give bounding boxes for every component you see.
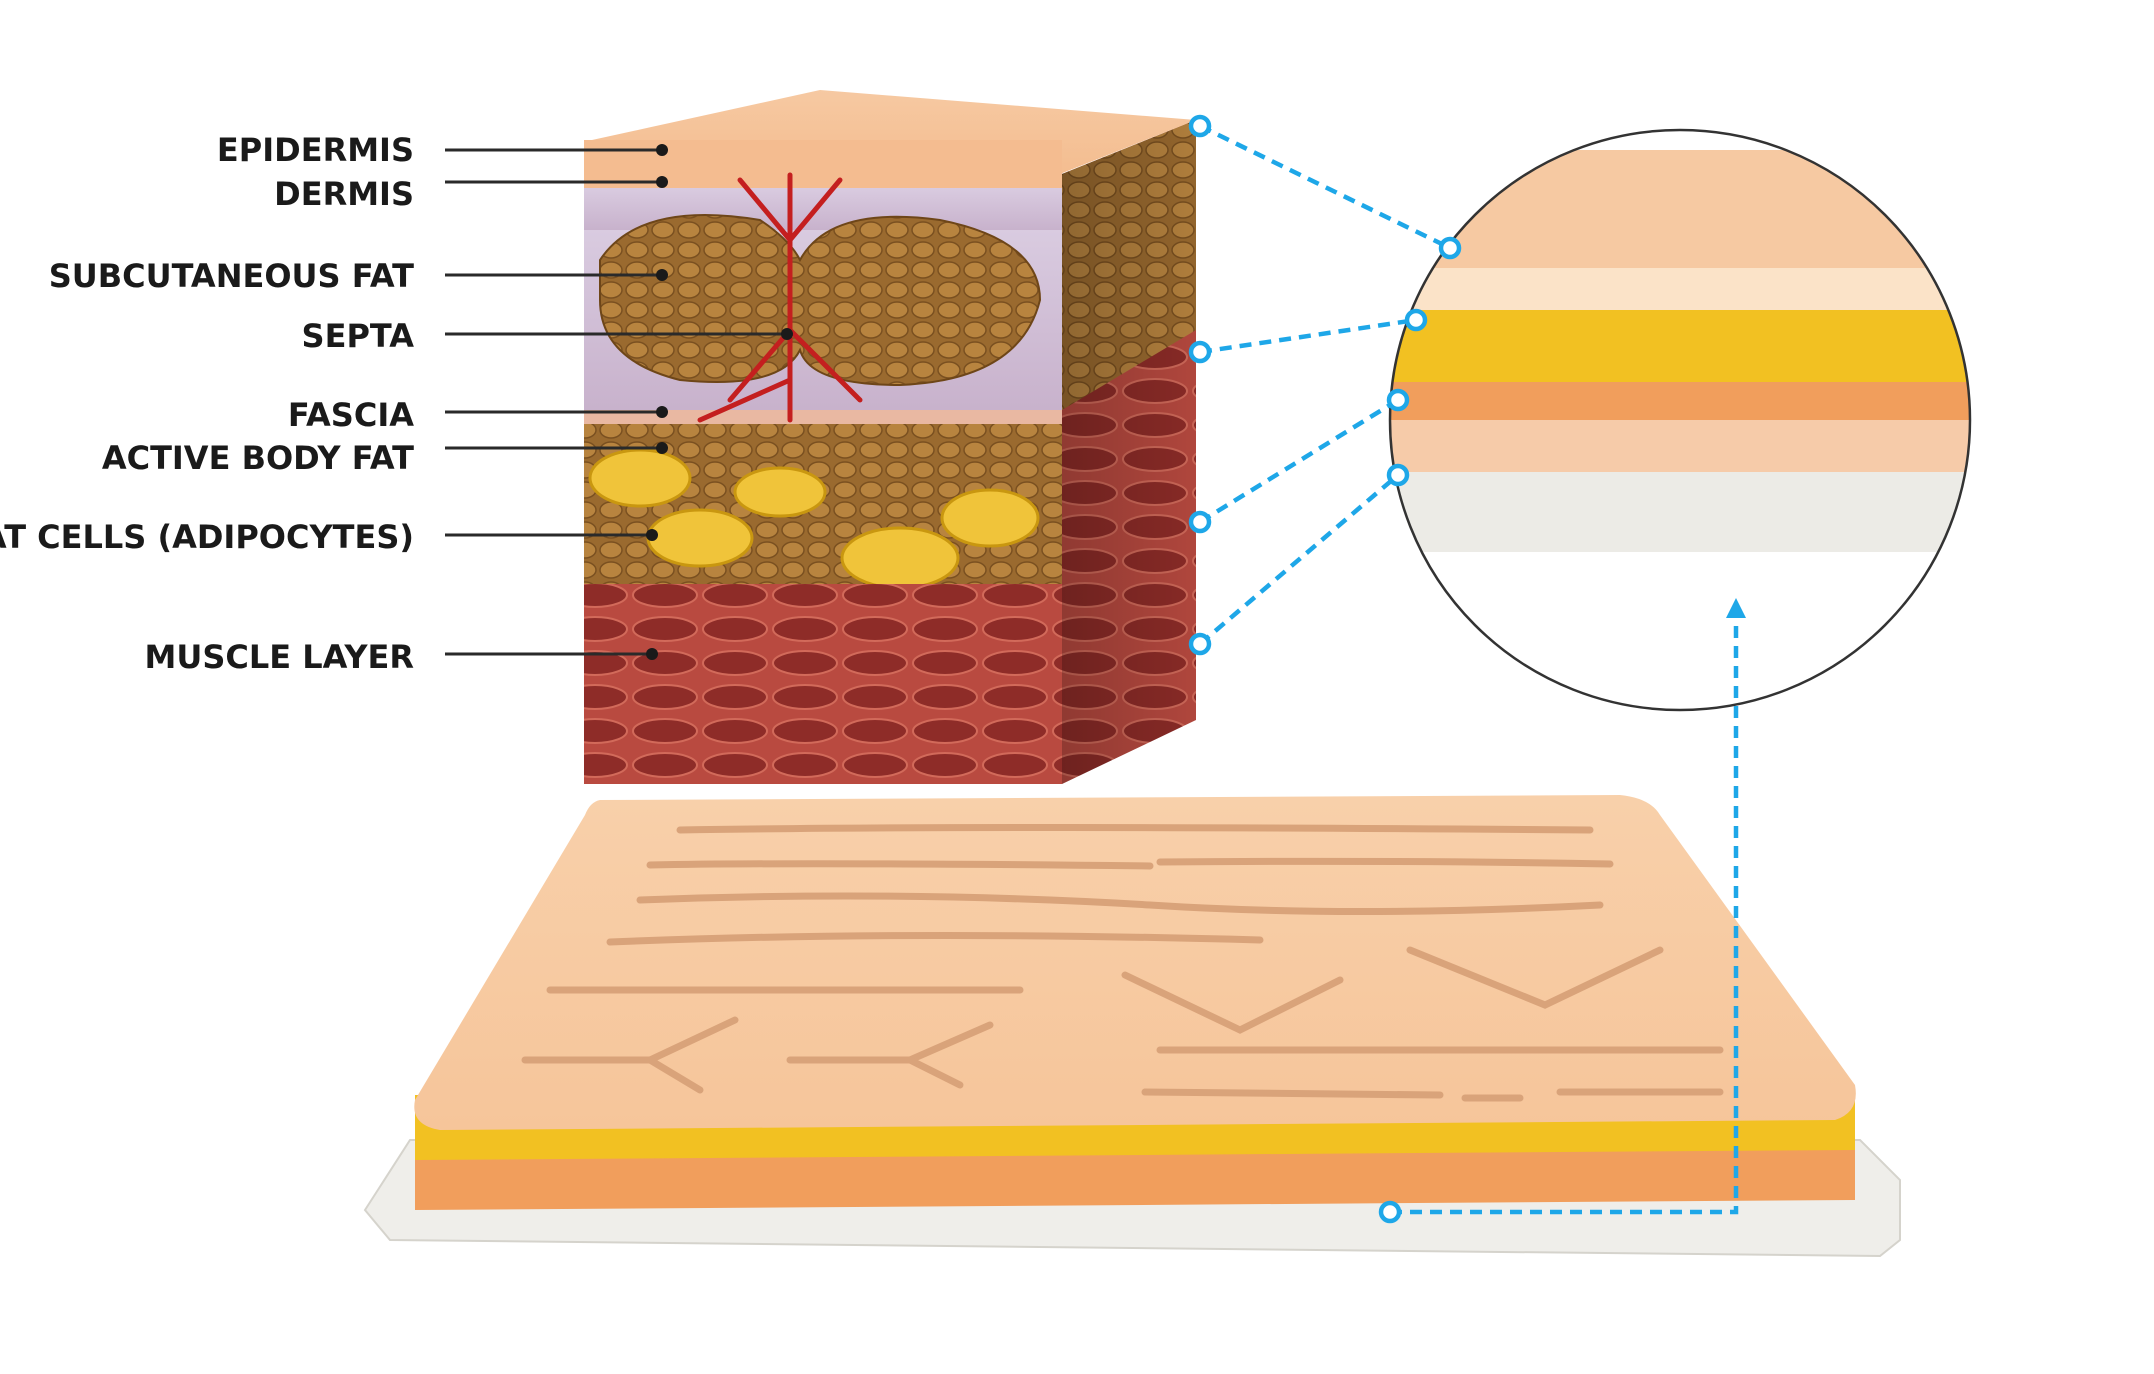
muscle-region [584,584,1062,784]
leader-lines [445,148,785,656]
label-muscle-layer: MUSCLE LAYER [144,638,414,676]
label-fat-cells: FAT CELLS (ADIPOCYTES) [0,518,414,556]
pad-skin-surface [414,795,1856,1130]
label-dermis: DERMIS [274,175,414,213]
fat-cells [588,448,1040,590]
label-fascia: FASCIA [287,396,414,434]
suture-practice-pad [363,795,1901,1258]
skin-cross-section-block [584,90,1196,784]
pad-incisions [521,824,1724,1102]
arrowhead-icon [1726,598,1746,618]
blood-vessels [697,172,863,423]
leader-dots [646,144,793,660]
label-epidermis: EPIDERMIS [216,131,414,169]
label-active-body-fat: ACTIVE BODY FAT [101,439,414,477]
subcutaneous-fat-lobule [599,214,1042,387]
label-subcutaneous-fat: SUBCUTANEOUS FAT [48,257,414,295]
callout-lines [1198,123,1739,1215]
label-septa: SEPTA [301,317,414,355]
magnified-layer-view [1388,128,1972,712]
callout-markers [1188,114,1462,1224]
block-front-face [584,140,1062,784]
